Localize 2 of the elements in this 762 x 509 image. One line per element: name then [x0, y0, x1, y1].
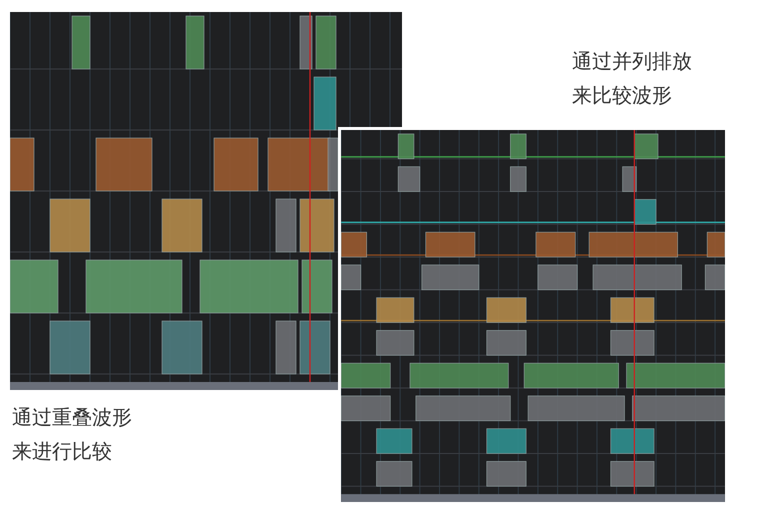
annotation-text: 通过并列排放来比较波形 — [572, 48, 693, 109]
annotation-text: 通过重叠波形来进行比较 — [12, 404, 133, 465]
